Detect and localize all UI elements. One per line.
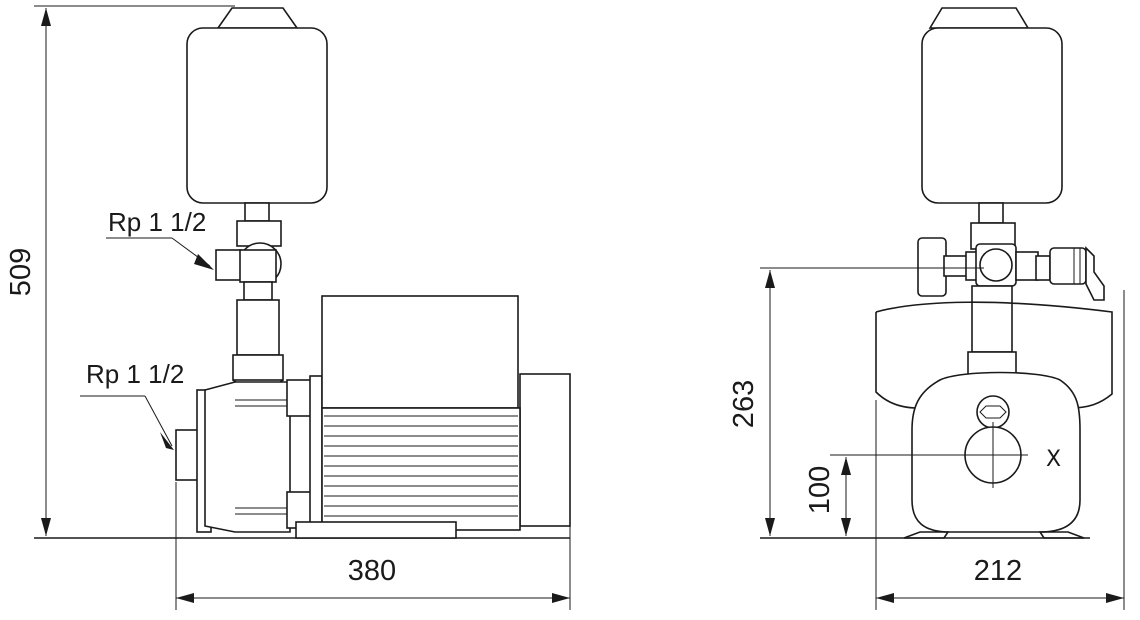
pressure-tank-side	[186, 7, 328, 247]
pump-housing-side	[175, 375, 323, 537]
inlet-connection-callout: Rp 1 1/2	[80, 359, 184, 450]
length-dimension-value: 380	[348, 555, 396, 587]
front-view: X 263 100 212	[728, 7, 1125, 610]
outlet-height-dimension-value: 263	[728, 380, 760, 428]
inlet-connection-label: Rp 1 1/2	[86, 359, 184, 389]
inlet-height-dimension-value: 100	[804, 466, 836, 514]
pump-cover-front	[875, 301, 1113, 409]
outlet-valve-side	[215, 242, 284, 390]
motor-side	[295, 295, 571, 539]
pressure-tank-front	[921, 7, 1063, 250]
length-dimension: 380	[175, 482, 571, 610]
valve-manifold-front	[917, 237, 1105, 377]
height-dimension: 509	[5, 8, 51, 536]
brand-logo-mark: X	[1046, 447, 1061, 472]
height-dimension-value: 509	[5, 248, 37, 296]
outlet-connection-label: Rp 1 1/2	[108, 207, 206, 237]
side-view: 509 380 Rp 1 1/2 Rp 1 1/2	[5, 5, 571, 610]
width-dimension: 212	[875, 290, 1125, 610]
inlet-height-dimension: 100	[804, 454, 960, 536]
width-dimension-value: 212	[974, 555, 1022, 587]
outlet-connection-callout: Rp 1 1/2	[106, 207, 214, 270]
pump-body-front: X	[903, 371, 1085, 539]
outlet-height-dimension: 263	[728, 267, 984, 536]
